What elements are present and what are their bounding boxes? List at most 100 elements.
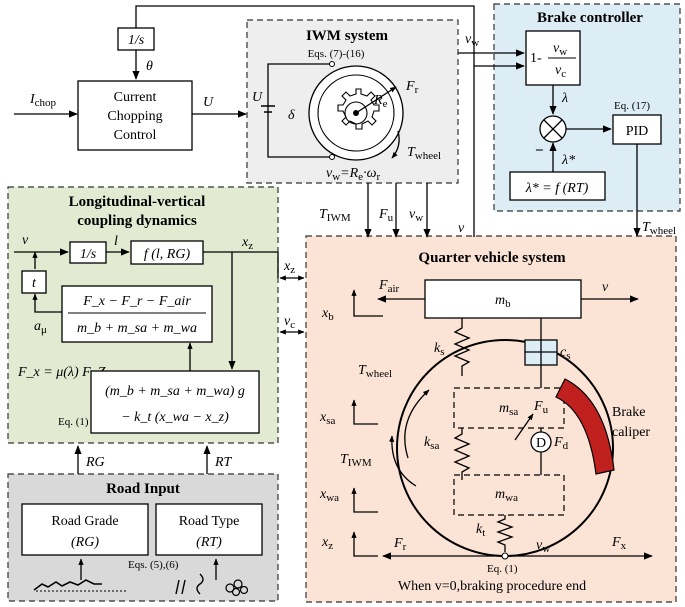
vc-link-label: vc <box>284 314 295 331</box>
caliper-label-line-2: caliper <box>612 425 650 440</box>
iwm-fr-label: Fr <box>405 79 419 96</box>
normal-force-line-2: − k_t (x_wa − x_z) <box>121 410 229 425</box>
coupling-title-line-1: Longitudinal-vertical <box>69 194 206 210</box>
a-mu-wire <box>32 293 62 313</box>
iwm-rotor-gear <box>337 88 380 130</box>
mwa-label: mwa <box>495 487 518 504</box>
road-eqs-label: Eqs. (5),(6) <box>128 559 179 571</box>
iwm-rotor-hub <box>344 101 368 125</box>
quarter-fx-label: Fx <box>611 535 627 552</box>
iwm-twheel-arc <box>391 130 400 159</box>
quarter-title: Quarter vehicle system <box>418 250 566 266</box>
road-grade-block <box>21 503 149 556</box>
grade-terrain-icon <box>33 579 102 591</box>
i-chop-label: Ichop <box>29 92 57 109</box>
twheel-arc <box>404 389 430 459</box>
coupling-title-line-2: coupling dynamics <box>77 213 197 229</box>
coupling-xz-label: xz <box>241 235 253 252</box>
l-label: l <box>114 234 118 249</box>
iwm-terminal-bottom <box>329 154 335 160</box>
twheel-output-label: Twheel <box>642 220 676 237</box>
msa-label: msa <box>499 401 518 418</box>
xz-link-label: xz <box>283 259 295 276</box>
road-type-wet-icon <box>196 573 204 595</box>
tiwm-label: TIWM <box>319 207 351 224</box>
quarter-vw-label: vw <box>536 538 550 555</box>
fair-label: Fair <box>378 278 400 295</box>
xb-label: xb <box>321 306 334 323</box>
u-label: U <box>203 95 214 110</box>
pid-label: PID <box>626 124 649 139</box>
iwm-circuit-wire <box>267 63 332 158</box>
v-label: v <box>458 221 465 236</box>
iwm-eqs-label: Eqs. (7)-(16) <box>308 48 365 60</box>
xwa-axis <box>351 487 378 513</box>
lambda-star-label: λ* <box>561 153 575 168</box>
iwm-motor-stator <box>317 74 395 152</box>
quarter-twheel-label: Twheel <box>358 363 392 380</box>
lambda-label: λ <box>561 91 568 106</box>
fd-label: Fd <box>553 435 569 452</box>
iwm-delta-label: δ <box>288 108 295 123</box>
d-label: D <box>536 436 546 451</box>
ksa-label: ksa <box>424 435 439 452</box>
sprung-mass-block <box>424 279 582 319</box>
normal-force-block <box>90 370 260 434</box>
t-block <box>21 270 47 294</box>
quarter-fr-label: Fr <box>393 536 407 553</box>
summing-cross-2 <box>543 119 563 139</box>
road-grade-line-2: (RG) <box>71 535 99 550</box>
chopping-line-1: Current <box>114 90 157 105</box>
summing-minus-sign: − <box>535 143 544 159</box>
xb-axis <box>351 289 383 317</box>
theta-feedback-wire <box>135 5 475 41</box>
braking-end-note: When v=0,braking procedure end <box>398 579 586 594</box>
a-mu-label: aμ <box>34 319 47 336</box>
fu-label: Fu <box>378 207 394 224</box>
lambda-reference-label: λ* = f (RT) <box>525 181 589 196</box>
slip-ratio-num: vw <box>553 41 567 58</box>
iwm-vw-out-label: vw <box>465 32 479 49</box>
road-type-gravel-icon <box>225 579 249 597</box>
brake-caliper-shape <box>555 378 615 475</box>
iwm-vw-equation: vw=Re·ωr <box>326 166 380 183</box>
coupling-eq1-label: Eq. (1) <box>58 416 89 428</box>
slip-ratio-den: vc <box>555 63 566 80</box>
theta-integrator-label: 1/s <box>128 33 145 48</box>
tiwm-arc <box>389 435 417 487</box>
chopping-line-3: Control <box>114 128 157 143</box>
iwm-terminal-top <box>329 61 335 67</box>
contact-point <box>501 552 509 560</box>
road-profile-label: f (l, RG) <box>144 247 191 262</box>
xz-axis <box>351 531 378 557</box>
eq17-label: Eq. (17) <box>614 100 650 112</box>
caliper-label-line-1: Brake <box>612 405 645 420</box>
cs-label: cs <box>560 345 571 362</box>
xwa-label: xwa <box>319 487 339 504</box>
normal-force-line-1: (m_b + m_sa + m_wa) g <box>105 384 245 399</box>
fu-internal-arrow <box>514 413 534 441</box>
fx-equation: F_x = μ(λ) F_Z <box>17 365 106 380</box>
acceleration-denominator: m_b + m_sa + m_wa <box>77 321 197 336</box>
quarter-eq1-label: Eq. (1) <box>487 563 518 575</box>
quarter-xz-label: xz <box>321 535 333 552</box>
theta-label: θ <box>146 59 153 74</box>
ksa-spring <box>453 428 471 480</box>
cs-damper <box>524 318 558 388</box>
road-type-line-1: Road Type <box>179 514 240 529</box>
rg-label: RG <box>85 455 105 470</box>
coupling-v-label: v <box>22 233 29 248</box>
road-title: Road Input <box>106 481 180 497</box>
current-chopping-control-block <box>77 80 193 151</box>
unsprung-sa-block <box>453 387 565 429</box>
t-label: t <box>32 276 37 291</box>
lambda-reference-block <box>509 171 606 201</box>
position-integrator-label: 1/s <box>80 247 97 262</box>
xsa-axis <box>351 399 378 425</box>
ks-spring <box>453 318 471 376</box>
pid-block <box>612 114 662 145</box>
quarter-v-label: v <box>602 280 609 295</box>
kt-spring <box>496 515 514 552</box>
mb-label: mb <box>495 293 511 310</box>
